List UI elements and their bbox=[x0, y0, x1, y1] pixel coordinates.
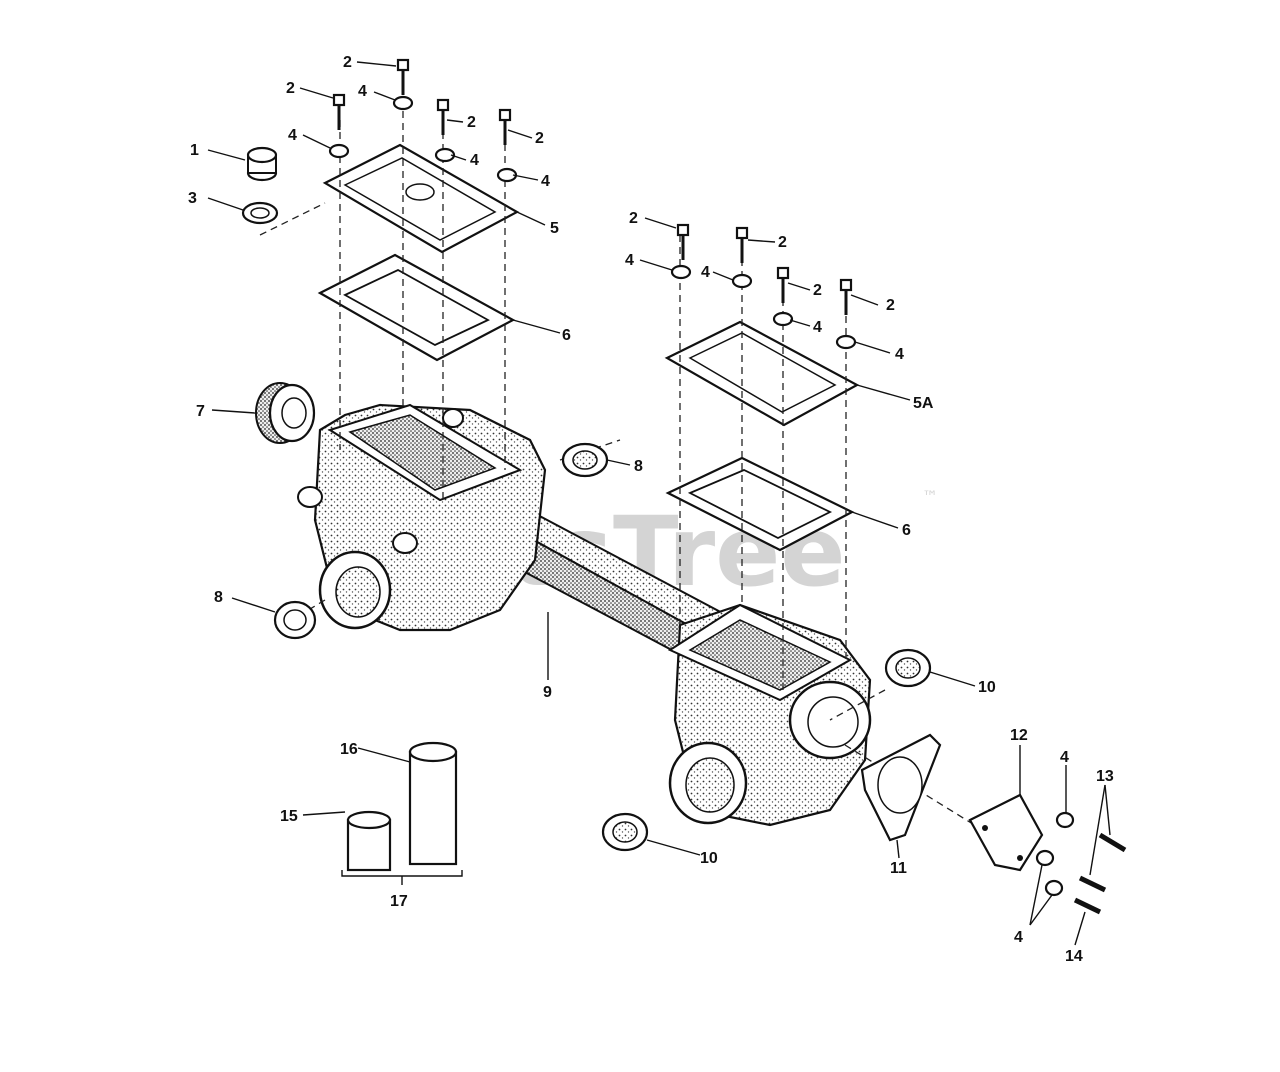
callout-9: 9 bbox=[543, 684, 552, 701]
callout-8: 8 bbox=[214, 589, 223, 606]
callout-2: 2 bbox=[343, 54, 352, 71]
fill-plug bbox=[246, 146, 278, 182]
callout-2: 2 bbox=[467, 114, 476, 131]
flange-gasket bbox=[860, 733, 942, 842]
callout-2: 2 bbox=[813, 282, 822, 299]
callout-10: 10 bbox=[700, 850, 718, 867]
bearing-7 bbox=[255, 382, 316, 444]
callout-1: 1 bbox=[190, 142, 199, 159]
callout-11: 11 bbox=[890, 860, 907, 877]
leader-lines bbox=[207, 61, 1111, 946]
cover-plate-right bbox=[664, 320, 860, 427]
callout-4: 4 bbox=[813, 319, 822, 336]
callout-5A: 5A bbox=[913, 395, 934, 412]
callout-2: 2 bbox=[886, 297, 895, 314]
callout-4: 4 bbox=[1014, 929, 1023, 946]
callout-6: 6 bbox=[902, 522, 911, 539]
washers bbox=[328, 95, 1075, 897]
bushing-16 bbox=[408, 741, 458, 866]
callout-12: 12 bbox=[1010, 727, 1028, 744]
callout-labels: 1 3 2 2 4 4 2 2 4 4 5 6 7 8 8 9 2 2 4 4 … bbox=[188, 54, 1114, 965]
cover-plate-left bbox=[322, 143, 520, 254]
bearing-10-lower bbox=[601, 812, 649, 852]
callout-7: 7 bbox=[196, 403, 205, 420]
callout-10: 10 bbox=[978, 679, 996, 696]
callout-4: 4 bbox=[541, 173, 550, 190]
callout-14: 14 bbox=[1065, 948, 1083, 965]
gasket-left bbox=[317, 253, 516, 362]
bushing-15 bbox=[346, 810, 392, 872]
bearing-8-lower bbox=[273, 600, 317, 640]
callout-2: 2 bbox=[535, 130, 544, 147]
callout-5: 5 bbox=[550, 220, 559, 237]
callout-4: 4 bbox=[895, 346, 904, 363]
callout-6: 6 bbox=[562, 327, 571, 344]
right-housing bbox=[667, 603, 872, 827]
callout-4: 4 bbox=[470, 152, 479, 169]
callout-4: 4 bbox=[701, 264, 710, 281]
callout-17: 17 bbox=[390, 893, 408, 910]
bolts bbox=[332, 58, 853, 315]
end-cover bbox=[968, 793, 1044, 872]
callout-4: 4 bbox=[358, 83, 367, 100]
callout-3: 3 bbox=[188, 190, 197, 207]
callout-15: 15 bbox=[280, 808, 298, 825]
callout-8: 8 bbox=[634, 458, 643, 475]
callout-4: 4 bbox=[625, 252, 634, 269]
callout-2: 2 bbox=[286, 80, 295, 97]
bearing-10-upper bbox=[884, 648, 932, 688]
bearing-8-upper bbox=[561, 442, 609, 478]
seal-ring bbox=[241, 201, 279, 225]
callout-4: 4 bbox=[288, 127, 297, 144]
callout-16: 16 bbox=[340, 741, 358, 758]
callout-4: 4 bbox=[1060, 749, 1069, 766]
left-housing bbox=[297, 403, 547, 632]
callout-2: 2 bbox=[778, 234, 787, 251]
screws bbox=[1073, 832, 1127, 915]
callout-13: 13 bbox=[1096, 768, 1114, 785]
callout-2: 2 bbox=[629, 210, 638, 227]
watermark-trademark: ™ bbox=[922, 487, 938, 506]
